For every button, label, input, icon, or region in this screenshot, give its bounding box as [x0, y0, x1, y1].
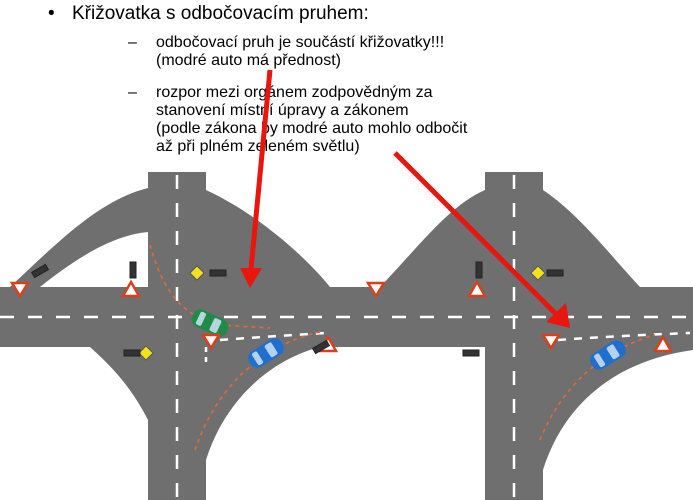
point-1-dash: – — [128, 34, 137, 51]
traffic-light-icon — [311, 339, 331, 355]
arrow-to-right-turn-lane — [393, 151, 562, 320]
bullet-dot: • — [48, 3, 55, 24]
heading-text: Křižovatka s odbočovacím pruhem: — [72, 3, 369, 24]
priority-road-icon — [189, 265, 205, 281]
priority-road-icon — [138, 345, 154, 361]
traffic-light-icon — [129, 261, 137, 279]
point-2-dash: – — [128, 84, 137, 101]
point-2-line-4: až při plném zeleném světlu) — [156, 138, 360, 155]
priority-road-icon — [530, 265, 546, 281]
left-sw-curve — [90, 347, 148, 420]
point-2-line-2: stanovení místní úpravy a zákonem — [156, 102, 409, 119]
right-cross-road — [485, 172, 543, 500]
right-nw-curve — [380, 190, 485, 287]
arrow-head-icon — [240, 268, 262, 288]
lane-markings — [0, 175, 693, 500]
right-ne-curve — [543, 190, 640, 287]
point-1-line-2: (modré auto má přednost) — [156, 52, 341, 69]
left-ne-curve — [206, 190, 330, 287]
arrow-head-icon — [546, 303, 570, 328]
left-cross-road — [148, 172, 206, 500]
annotation-arrows — [240, 69, 570, 328]
point-1-line-1: odbočovací pruh je součástí křižovatky!!… — [156, 34, 445, 51]
traffic-light-icon — [475, 261, 483, 279]
left-nw-curve-inner — [40, 232, 148, 287]
warning-sign-icon — [652, 334, 674, 353]
traffic-light-icon — [462, 349, 480, 357]
arrow-to-turn-lane — [247, 69, 273, 281]
priority-signs — [138, 265, 546, 361]
yield-sign-icon — [540, 333, 562, 351]
traffic-light-icon — [546, 269, 564, 277]
yield-sign-icon — [200, 333, 222, 351]
point-2-line-3: (podle zákona by modré auto mohlo odboči… — [156, 120, 468, 137]
point-2-line-1: rozpor mezi orgánem zodpovědným za — [156, 84, 433, 101]
warning-sign-icon — [466, 279, 488, 298]
traffic-light-icon — [30, 263, 50, 279]
warning-sign-icon — [120, 279, 142, 298]
road-network — [0, 172, 693, 500]
left-turn-lane — [206, 347, 320, 460]
right-turn-lane — [543, 347, 693, 470]
traffic-light-icon — [123, 349, 141, 357]
traffic-lights — [30, 261, 564, 357]
yield-sign-icon — [9, 281, 31, 299]
traffic-light-icon — [209, 269, 227, 277]
yield-sign-icon — [365, 281, 387, 299]
path-hints — [149, 244, 656, 451]
